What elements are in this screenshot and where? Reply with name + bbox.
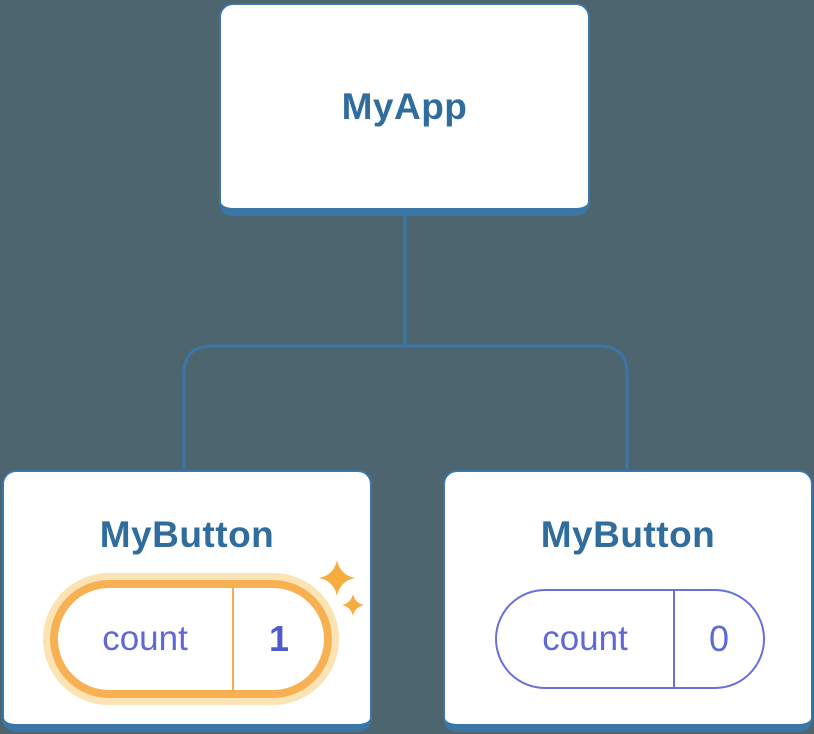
- state-value: 1: [268, 618, 290, 659]
- root-component-label: MyApp: [341, 85, 468, 127]
- sparkle-large: [319, 560, 355, 596]
- sparkles-icon: [319, 560, 364, 616]
- root-component-card: MyApp: [219, 3, 590, 216]
- state-pill-highlight-ring: count 1: [43, 573, 339, 705]
- state-name-label: count: [102, 619, 188, 658]
- state-pill: count 0: [495, 589, 765, 689]
- component-label: MyButton: [99, 514, 275, 555]
- child-component-card-updated: MyButton count 1: [2, 470, 372, 732]
- state-pill-updated: count 1: [50, 580, 332, 698]
- connector-branch: [182, 344, 629, 471]
- child-component-card: MyButton count 0: [443, 470, 813, 732]
- component-label: MyButton: [540, 514, 716, 555]
- state-value: 0: [708, 618, 730, 659]
- sparkle-small: [342, 594, 364, 616]
- state-pill-divider: [673, 591, 675, 687]
- state-name-label: count: [542, 619, 628, 658]
- state-pill-divider: [232, 588, 234, 690]
